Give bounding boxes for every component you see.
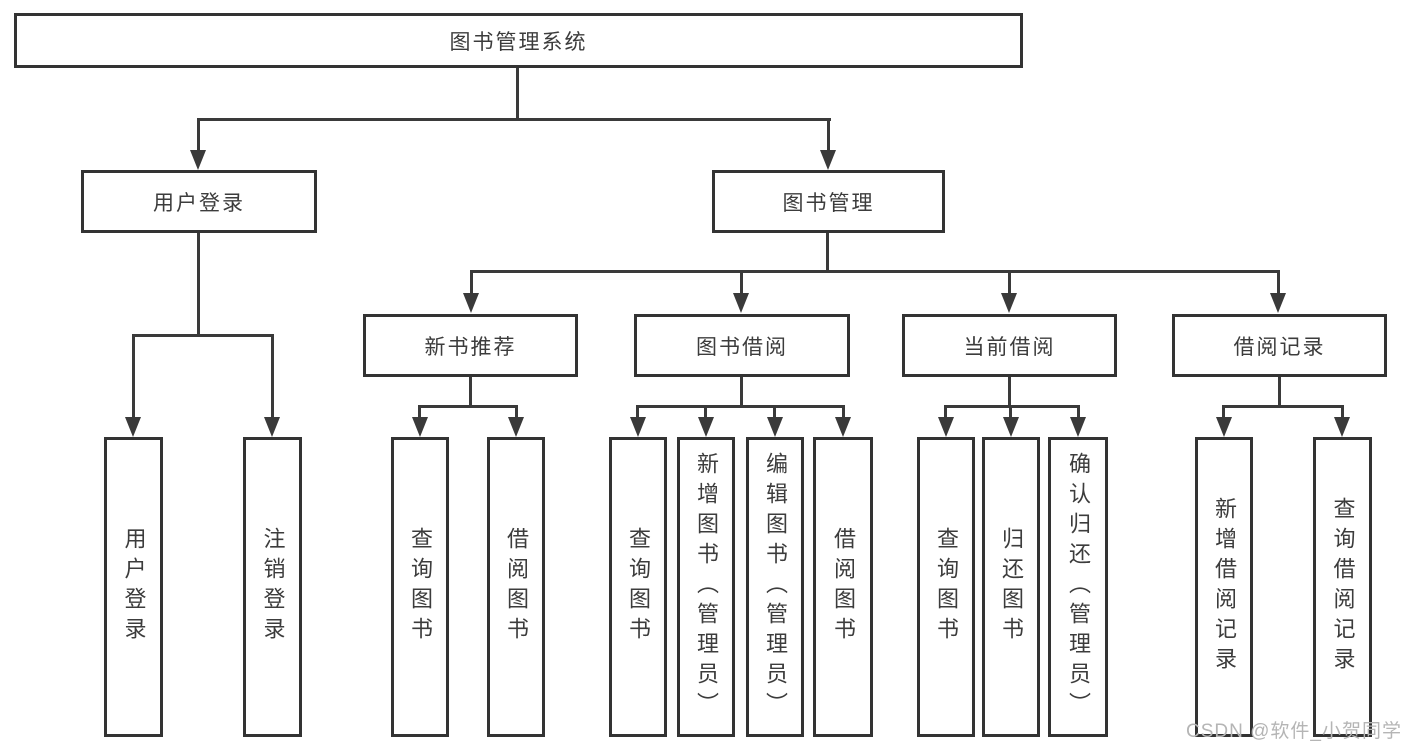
connector-line — [826, 233, 829, 273]
connector-line — [1008, 377, 1011, 408]
connector-line — [1278, 377, 1281, 408]
leaf-label: 用户登录 — [121, 527, 147, 647]
connector-line — [515, 405, 518, 419]
leaf-label: 查询图书 — [934, 527, 959, 647]
leaf-add-book-admin: 新增图书（管理员） — [677, 437, 735, 737]
connector-line — [636, 405, 639, 419]
connector-line — [773, 405, 776, 419]
connector-line — [418, 405, 421, 419]
leaf-label: 借阅图书 — [831, 527, 856, 647]
connector-line — [469, 377, 472, 408]
connector-line — [1222, 405, 1225, 419]
leaf-query-book-recommend: 查询图书 — [391, 437, 449, 737]
node-label: 用户登录 — [153, 191, 245, 215]
leaf-add-borrow-record: 新增借阅记录 — [1195, 437, 1253, 737]
connector-arrow — [1001, 293, 1017, 313]
node-label: 借阅记录 — [1233, 335, 1326, 359]
connector-arrow — [820, 150, 836, 170]
connector-line — [1008, 270, 1011, 294]
leaf-label: 编辑图书（管理员） — [763, 452, 788, 722]
leaf-confirm-return-admin: 确认归还（管理员） — [1048, 437, 1108, 737]
connector-line — [842, 405, 845, 419]
connector-line — [1277, 270, 1280, 294]
leaf-query-book-borrow: 查询图书 — [609, 437, 667, 737]
connector-arrow — [1216, 417, 1232, 437]
csdn-watermark: CSDN @软件_小贺同学 — [1186, 721, 1402, 742]
connector-line — [470, 270, 473, 294]
connector-arrow — [733, 293, 749, 313]
connector-arrow — [412, 417, 428, 437]
connector-line — [516, 68, 519, 120]
connector-line — [1222, 405, 1344, 408]
leaf-label: 查询借阅记录 — [1330, 497, 1356, 677]
connector-line — [827, 118, 830, 152]
connector-arrow — [1070, 417, 1086, 437]
connector-arrow — [125, 417, 141, 437]
connector-line — [197, 118, 200, 152]
node-label: 当前借阅 — [963, 335, 1056, 359]
connector-line — [470, 270, 1280, 273]
node-label: 图书管理 — [782, 191, 875, 215]
connector-line — [1341, 405, 1344, 419]
leaf-borrow-book: 借阅图书 — [813, 437, 873, 737]
connector-arrow — [264, 417, 280, 437]
leaf-label: 借阅图书 — [504, 527, 529, 647]
connector-arrow — [463, 293, 479, 313]
connector-line — [132, 334, 135, 418]
leaf-label: 确认归还（管理员） — [1066, 452, 1091, 722]
connector-line — [197, 118, 831, 121]
connector-line — [944, 405, 947, 419]
node-book-borrow: 图书借阅 — [634, 314, 850, 377]
connector-line — [197, 233, 200, 337]
node-book-management: 图书管理 — [712, 170, 945, 233]
leaf-edit-book-admin: 编辑图书（管理员） — [746, 437, 804, 737]
connector-line — [132, 334, 274, 337]
connector-line — [704, 405, 707, 419]
connector-arrow — [1003, 417, 1019, 437]
connector-line — [740, 270, 743, 294]
leaf-label: 新增借阅记录 — [1212, 497, 1237, 677]
leaf-label: 查询图书 — [626, 527, 651, 647]
leaf-query-borrow-record: 查询借阅记录 — [1313, 437, 1372, 737]
connector-arrow — [938, 417, 954, 437]
leaf-label: 归还图书 — [999, 527, 1024, 647]
leaf-label: 查询图书 — [408, 527, 433, 647]
node-new-book-recommend: 新书推荐 — [363, 314, 578, 377]
leaf-user-login: 用户登录 — [104, 437, 163, 737]
connector-arrow — [1334, 417, 1350, 437]
node-current-borrow: 当前借阅 — [902, 314, 1117, 377]
connector-arrow — [630, 417, 646, 437]
node-borrow-record: 借阅记录 — [1172, 314, 1387, 377]
leaf-label: 新增图书（管理员） — [694, 452, 719, 722]
connector-line — [1009, 405, 1012, 419]
leaf-return-book: 归还图书 — [982, 437, 1040, 737]
connector-line — [418, 405, 518, 408]
connector-arrow — [767, 417, 783, 437]
connector-line — [1077, 405, 1080, 419]
node-system-root: 图书管理系统 — [14, 13, 1023, 68]
connector-arrow — [190, 150, 206, 170]
connector-arrow — [698, 417, 714, 437]
connector-arrow — [508, 417, 524, 437]
leaf-query-book-current: 查询图书 — [917, 437, 975, 737]
connector-line — [271, 334, 274, 418]
node-label: 图书借阅 — [696, 335, 788, 359]
connector-line — [944, 405, 1080, 408]
connector-arrow — [835, 417, 851, 437]
leaf-logout: 注销登录 — [243, 437, 302, 737]
connector-arrow — [1270, 293, 1286, 313]
leaf-label: 注销登录 — [260, 527, 286, 647]
connector-line — [740, 377, 743, 408]
node-user-login: 用户登录 — [81, 170, 317, 233]
leaf-borrow-book-recommend: 借阅图书 — [487, 437, 545, 737]
node-label: 新书推荐 — [424, 335, 517, 359]
connector-line — [636, 405, 845, 408]
node-label: 图书管理系统 — [449, 30, 588, 54]
